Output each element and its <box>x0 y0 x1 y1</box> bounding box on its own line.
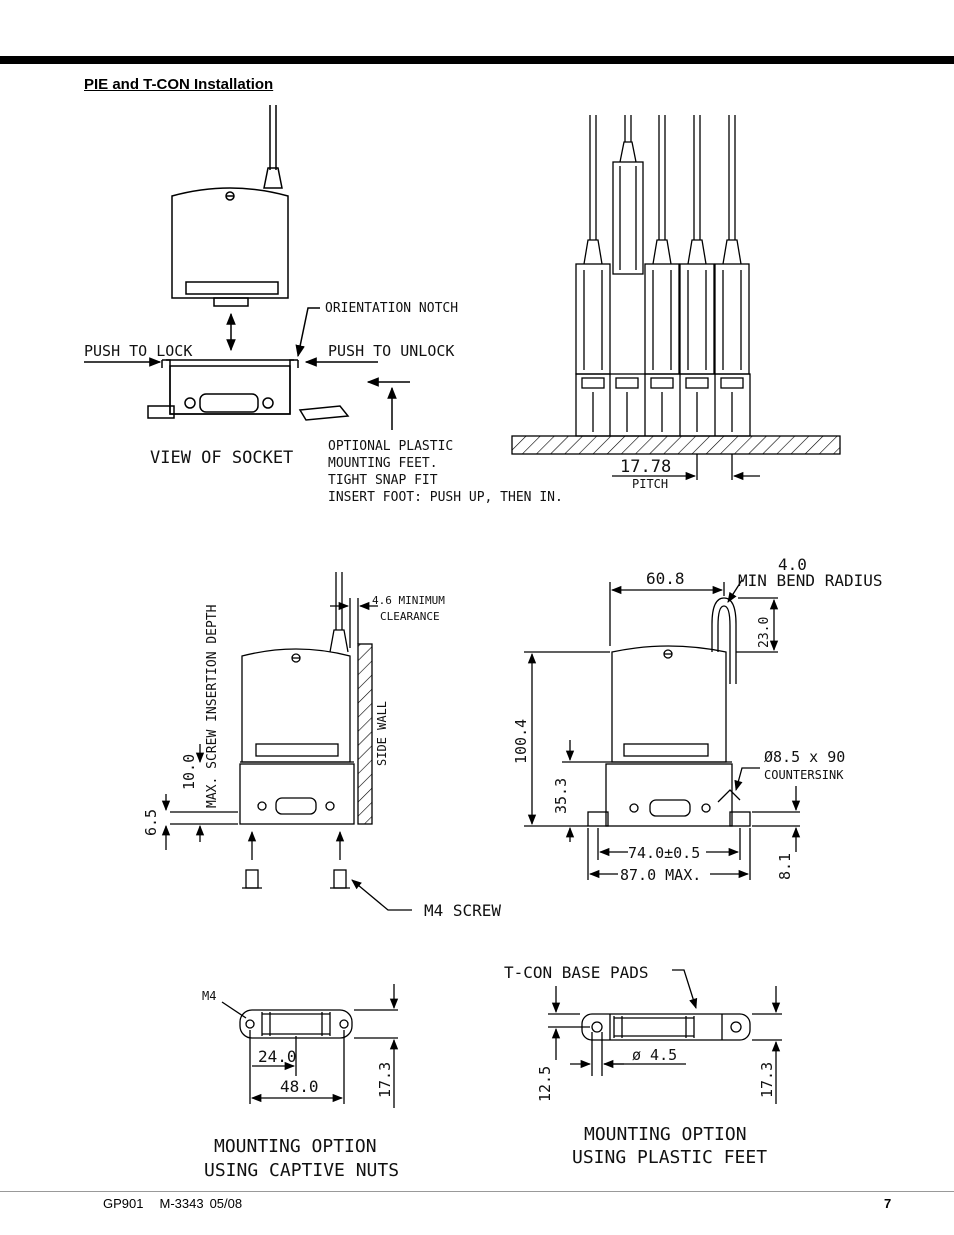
feet-note-line-1: OPTIONAL PLASTIC <box>328 439 453 454</box>
captive-nuts-caption-line-2: USING CAPTIVE NUTS <box>204 1160 399 1181</box>
countersink-value: Ø8.5 x 90 <box>764 748 845 766</box>
clearance-label: CLEARANCE <box>380 610 440 623</box>
side-wall-label: SIDE WALL <box>375 701 389 766</box>
captive-nuts-caption-line-1: MOUNTING OPTION <box>214 1136 377 1157</box>
m4-screw-label: M4 SCREW <box>424 901 501 920</box>
view-of-socket-label: VIEW OF SOCKET <box>150 448 293 468</box>
plastic-feet-caption-line-1: MOUNTING OPTION <box>584 1124 747 1145</box>
footer-date: 05/08 <box>209 1196 243 1211</box>
screw-depth-label: MAX. SCREW INSERTION DEPTH <box>205 605 220 809</box>
page-number: 7 <box>884 1196 892 1211</box>
countersink-label: COUNTERSINK <box>764 768 844 782</box>
dim-74-0: 74.0±0.5 <box>628 844 700 862</box>
dim-4-0: 4.0 <box>778 555 807 574</box>
orientation-notch-label: ORIENTATION NOTCH <box>325 301 458 316</box>
dim-24-0: 24.0 <box>258 1047 297 1066</box>
push-to-lock-label: PUSH TO LOCK <box>84 342 192 360</box>
dim-4-5: ø 4.5 <box>632 1046 677 1064</box>
footer-model: GP901 <box>103 1196 144 1211</box>
page-heading: PIE and T-CON Installation <box>84 76 274 93</box>
dim-6-5: 6.5 <box>142 809 160 836</box>
dim-100-4: 100.4 <box>512 719 530 764</box>
feet-note-line-2: MOUNTING FEET. <box>328 456 438 471</box>
depth-value: 10.0 <box>180 754 198 790</box>
dim-87-0: 87.0 MAX. <box>620 866 701 884</box>
fig-plastic-feet <box>548 969 782 1104</box>
plastic-feet-caption-line-2: USING PLASTIC FEET <box>572 1147 767 1168</box>
feet-note-line-3: TIGHT SNAP FIT <box>328 473 438 488</box>
fig-stacked-modules <box>511 115 841 481</box>
top-rule <box>0 56 954 64</box>
push-to-unlock-label: PUSH TO UNLOCK <box>328 342 454 360</box>
footer-rule <box>0 1191 954 1192</box>
m4-label: M4 <box>202 989 216 1003</box>
base-pads-label: T-CON BASE PADS <box>504 963 649 982</box>
fig-overall-dimensions <box>524 579 801 880</box>
pitch-label: PITCH <box>632 477 668 491</box>
dim-35-3: 35.3 <box>552 778 570 814</box>
feet-note-line-4: INSERT FOOT: PUSH UP, THEN IN. <box>328 490 563 505</box>
dim-12-5: 12.5 <box>536 1066 554 1102</box>
fig-pie-socket <box>84 105 410 430</box>
dim-17-3-right: 17.3 <box>758 1062 776 1098</box>
min-bend-radius-label: MIN BEND RADIUS <box>738 571 883 590</box>
dim-17-3-left: 17.3 <box>376 1062 394 1098</box>
dim-23-0: 23.0 <box>757 617 772 648</box>
fig-captive-nuts <box>221 984 399 1108</box>
dim-8-1: 8.1 <box>776 853 794 880</box>
clearance-value: 4.6 MINIMUM <box>372 594 445 607</box>
dim-60-8: 60.8 <box>646 569 685 588</box>
footer-doc-info: GP901 M-3343 05/08 <box>103 1196 258 1211</box>
footer-doc-number: M-3343 <box>159 1196 204 1211</box>
pitch-value: 17.78 <box>620 457 671 477</box>
dim-48-0: 48.0 <box>280 1077 319 1096</box>
fig-side-wall-clearance <box>161 572 412 911</box>
